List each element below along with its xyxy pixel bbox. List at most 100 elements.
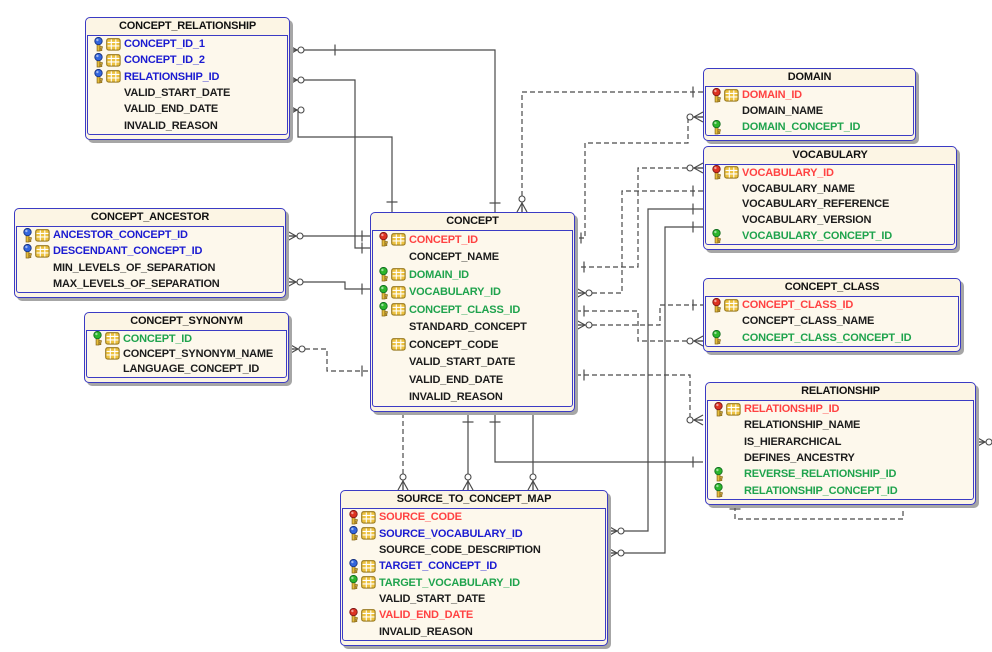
field-vocabulary-vocabulary_id[interactable]: VOCABULARY_ID [706,165,954,181]
field-source_to_concept_map-valid_start_date[interactable]: VALID_START_DATE [343,591,605,607]
grid-icon [391,303,406,316]
table-title-concept_synonym[interactable]: CONCEPT_SYNONYM [130,315,243,327]
key-icon-green [714,466,723,482]
connector-source_to_concept_map-to-vocabulary [607,203,703,537]
field-concept_class-concept_class_id[interactable]: CONCEPT_CLASS_ID [706,297,958,313]
key-slot [709,87,724,103]
field-concept-concept_code[interactable]: CONCEPT_CODE [373,336,572,354]
field-vocabulary-vocabulary_reference[interactable]: VOCABULARY_REFERENCE [706,197,954,213]
field-relationship-relationship_name[interactable]: RELATIONSHIP_NAME [708,417,973,433]
field-concept-domain_id[interactable]: DOMAIN_ID [373,266,572,284]
table-title-domain[interactable]: DOMAIN [787,71,832,83]
table-title-concept_class[interactable]: CONCEPT_CLASS [784,281,880,293]
connector-domain-to-concept [576,111,704,244]
field-domain-domain_name[interactable]: DOMAIN_NAME [706,103,913,119]
table-body-concept_class: CONCEPT_CLASS_ID CONCEPT_CLASS_NAME CONCEP… [705,296,959,347]
field-relationship-is_hierarchical[interactable]: IS_HIERARCHICAL [708,434,973,450]
field-relationship-reverse_relationship_id[interactable]: REVERSE_RELATIONSHIP_ID [708,466,973,482]
key-slot [346,526,361,541]
field-concept-concept_class_id[interactable]: CONCEPT_CLASS_ID [373,301,572,319]
key-slot [376,302,391,317]
connector-concept_synonym-to-concept [288,343,370,377]
field-concept_ancestor-max_levels_of_separation[interactable]: MAX_LEVELS_OF_SEPARATION [17,276,283,292]
field-concept_relationship-relationship_id[interactable]: RELATIONSHIP_ID [88,69,287,85]
field-concept-valid_start_date[interactable]: VALID_START_DATE [373,354,572,372]
field-vocabulary-vocabulary_version[interactable]: VOCABULARY_VERSION [706,212,954,228]
connector-domain-to-concept [516,86,703,213]
table-title-vocabulary[interactable]: VOCABULARY [792,149,868,161]
field-label: CONCEPT_CLASS_ID [742,299,854,312]
table-title-concept_ancestor[interactable]: CONCEPT_ANCESTOR [90,211,210,223]
field-source_to_concept_map-target_concept_id[interactable]: TARGET_CONCEPT_ID [343,558,605,574]
field-concept-standard_concept[interactable]: STANDARD_CONCEPT [373,319,572,337]
field-concept-concept_name[interactable]: CONCEPT_NAME [373,249,572,267]
field-label: CONCEPT_CLASS_NAME [742,315,875,328]
grid-icon [391,233,406,246]
field-relationship-relationship_id[interactable]: RELATIONSHIP_ID [708,401,973,417]
field-label: VOCABULARY_NAME [742,182,855,195]
key-slot [90,331,105,346]
grid-slot [361,527,379,540]
table-title-source_to_concept_map[interactable]: SOURCE_TO_CONCEPT_MAP [396,493,552,505]
field-vocabulary-vocabulary_concept_id[interactable]: VOCABULARY_CONCEPT_ID [706,228,954,244]
grid-icon [105,332,120,345]
key-icon-green [379,302,388,317]
field-source_to_concept_map-target_vocabulary_id[interactable]: TARGET_VOCABULARY_ID [343,575,605,591]
field-source_to_concept_map-valid_end_date[interactable]: VALID_END_DATE [343,607,605,623]
field-vocabulary-vocabulary_name[interactable]: VOCABULARY_NAME [706,181,954,197]
crow-foot-marker [607,525,625,537]
field-relationship-defines_ancestry[interactable]: DEFINES_ANCESTRY [708,450,973,466]
field-label: VALID_START_DATE [409,356,516,369]
grid-slot [724,298,742,312]
connector-concept_relationship-to-concept [287,74,370,254]
field-concept_class-concept_class_concept_id[interactable]: CONCEPT_CLASS_CONCEPT_ID [706,330,958,346]
field-domain-domain_id[interactable]: DOMAIN_ID [706,87,913,103]
field-concept_synonym-concept_id[interactable]: CONCEPT_ID [87,331,286,346]
field-concept_class-concept_class_name[interactable]: CONCEPT_CLASS_NAME [706,313,958,329]
field-concept-vocabulary_id[interactable]: VOCABULARY_ID [373,284,572,302]
table-title-concept[interactable]: CONCEPT [446,215,499,227]
grid-slot [391,285,409,299]
field-source_to_concept_map-source_code_description[interactable]: SOURCE_CODE_DESCRIPTION [343,542,605,558]
field-concept_ancestor-min_levels_of_separation[interactable]: MIN_LEVELS_OF_SEPARATION [17,260,283,276]
field-domain-domain_concept_id[interactable]: DOMAIN_CONCEPT_ID [706,119,913,135]
field-source_to_concept_map-invalid_reason[interactable]: INVALID_REASON [343,624,605,640]
table-title-relationship[interactable]: RELATIONSHIP [801,385,880,397]
field-concept_ancestor-descendant_concept_id[interactable]: DESCENDANT_CONCEPT_ID [17,243,283,259]
field-label: DOMAIN_ID [409,268,469,281]
grid-icon [106,37,121,51]
key-icon-red [349,607,358,623]
field-concept_relationship-valid_end_date[interactable]: VALID_END_DATE [88,101,287,117]
field-concept_synonym-language_concept_id[interactable]: LANGUAGE_CONCEPT_ID [87,362,286,377]
grid-icon [726,402,741,416]
field-label: LANGUAGE_CONCEPT_ID [123,363,260,376]
key-slot [91,36,106,52]
field-concept_relationship-invalid_reason[interactable]: INVALID_REASON [88,118,287,134]
table-title-concept_relationship[interactable]: CONCEPT_RELATIONSHIP [119,20,256,32]
field-source_to_concept_map-source_code[interactable]: SOURCE_CODE [343,509,605,525]
field-concept-concept_id[interactable]: CONCEPT_ID [373,231,572,249]
field-source_to_concept_map-source_vocabulary_id[interactable]: SOURCE_VOCABULARY_ID [343,525,605,541]
field-concept_ancestor-ancestor_concept_id[interactable]: ANCESTOR_CONCEPT_ID [17,227,283,243]
field-concept_relationship-concept_id_2[interactable]: CONCEPT_ID_2 [88,52,287,68]
field-concept_synonym-concept_synonym_name[interactable]: CONCEPT_SYNONYM_NAME [87,346,286,361]
field-concept_relationship-concept_id_1[interactable]: CONCEPT_ID_1 [88,36,287,52]
field-concept-invalid_reason[interactable]: INVALID_REASON [373,389,572,407]
field-concept_relationship-valid_start_date[interactable]: VALID_START_DATE [88,85,287,101]
field-relationship-relationship_concept_id[interactable]: RELATIONSHIP_CONCEPT_ID [708,483,973,499]
field-label: VOCABULARY_ID [409,286,501,299]
crow-foot-marker [287,74,305,86]
field-concept-valid_end_date[interactable]: VALID_END_DATE [373,371,572,389]
